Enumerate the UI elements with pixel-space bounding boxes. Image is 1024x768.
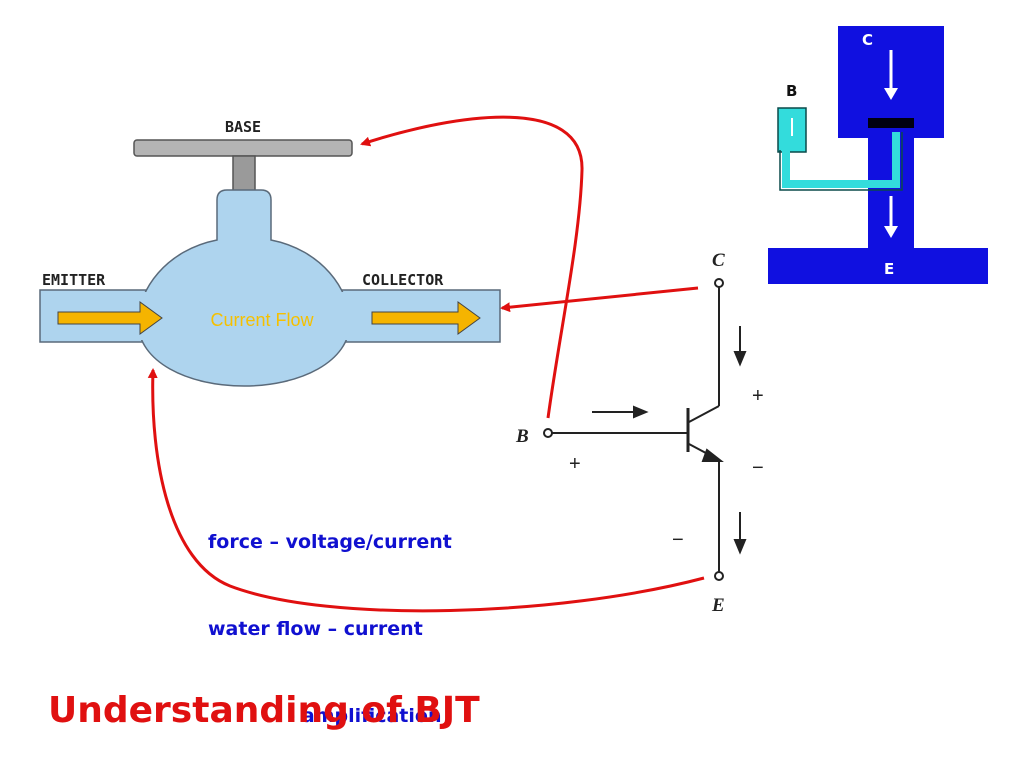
- valve-body: [137, 189, 351, 387]
- valve-illustration: BASE EMITTER COLLECTOR Current Flow: [39, 118, 501, 387]
- symbol-b-label: B: [515, 426, 529, 447]
- pointer-arrows: [147, 115, 705, 613]
- emitter-bar: [768, 248, 988, 284]
- analogy-notes: force – voltage/current water flow – cur…: [208, 470, 452, 760]
- gate: [868, 118, 914, 128]
- valve-stem: [232, 155, 256, 193]
- base-tube-outline: [779, 132, 903, 191]
- minus-ce: −: [752, 457, 764, 479]
- symbol-c-label: C: [712, 250, 725, 271]
- water-b-label: B: [786, 82, 797, 100]
- flow-arrow-right: [371, 301, 481, 335]
- plus-be: +: [569, 453, 581, 475]
- minus-be: −: [672, 529, 684, 551]
- c-arrow-head: [884, 88, 898, 100]
- water-e-label: E: [884, 260, 894, 278]
- base-handle: [133, 139, 353, 157]
- note-amplification: - amplification: [208, 705, 442, 727]
- base-pointer: [360, 115, 584, 419]
- flow-arrow-left: [57, 301, 163, 335]
- emitter-arrow: [701, 448, 724, 462]
- note-water-flow: water flow – current: [208, 618, 423, 640]
- base-label: BASE: [225, 118, 261, 136]
- emitter-label: EMITTER: [42, 271, 106, 289]
- plus-ce: +: [752, 385, 764, 407]
- current-flow-label: Current Flow: [210, 310, 314, 330]
- symbol-e-label: E: [711, 595, 725, 616]
- emitter-pointer: [147, 368, 705, 613]
- base-tube: [782, 132, 900, 188]
- collector-pointer: [500, 286, 699, 313]
- page-title: Understanding of BJT: [48, 690, 480, 731]
- transistor-symbol: [543, 278, 747, 581]
- transistor-labels: C B E + + − −: [515, 250, 764, 616]
- e-terminal: [714, 571, 724, 581]
- c-terminal: [714, 278, 724, 288]
- water-c-label: C: [862, 31, 873, 49]
- b-terminal: [543, 428, 553, 438]
- water-model: C B E: [768, 26, 988, 284]
- note-force: force – voltage/current: [208, 531, 452, 553]
- collector-label: COLLECTOR: [362, 271, 444, 289]
- e-arrow-head: [884, 226, 898, 238]
